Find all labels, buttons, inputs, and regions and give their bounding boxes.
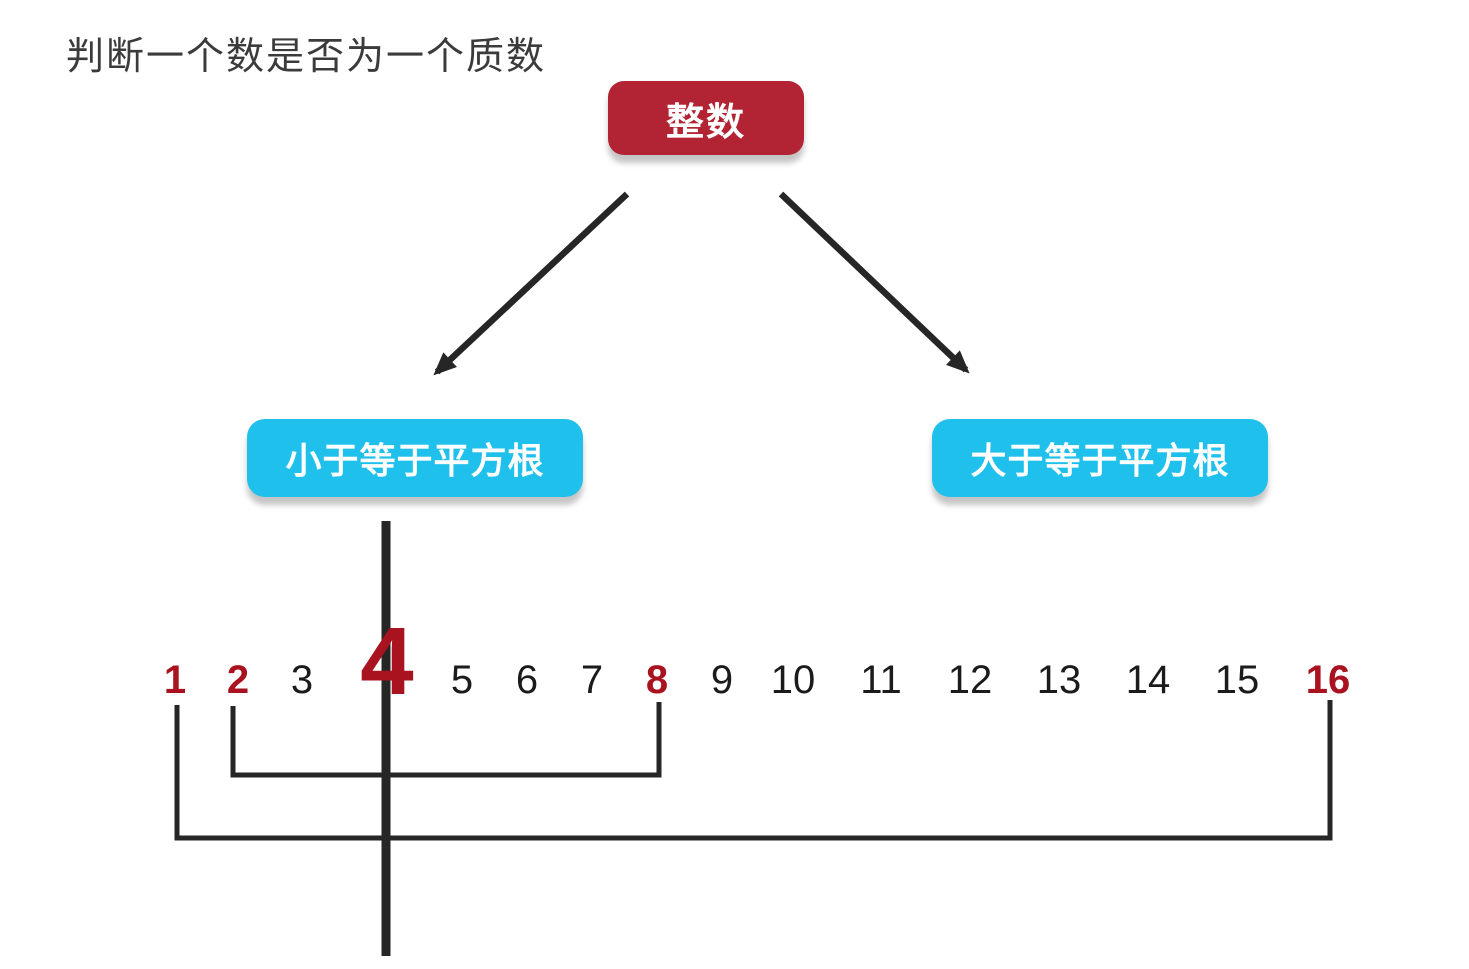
node-integer-label: 整数	[665, 101, 746, 144]
number-1: 1	[163, 658, 187, 702]
number-15: 15	[1214, 658, 1260, 702]
number-11: 11	[860, 658, 902, 702]
node-le-sqrt: 小于等于平方根	[247, 419, 583, 497]
bracket-2-to-8	[230, 702, 662, 778]
number-7: 7	[580, 658, 604, 702]
bracket-1-to-16	[174, 700, 1333, 841]
node-le-sqrt-label: 小于等于平方根	[285, 440, 545, 481]
number-3: 3	[290, 658, 314, 702]
page-title: 判断一个数是否为一个质数	[66, 36, 547, 78]
number-16: 16	[1305, 658, 1351, 702]
number-6: 6	[515, 658, 539, 702]
arrow-root-to-left-icon	[433, 191, 630, 376]
number-12: 12	[947, 658, 993, 702]
node-ge-sqrt-label: 大于等于平方根	[970, 440, 1230, 481]
number-10: 10	[770, 658, 816, 702]
node-integer: 整数	[608, 81, 804, 155]
number-13: 13	[1036, 658, 1082, 702]
node-ge-sqrt: 大于等于平方根	[932, 419, 1268, 497]
number-5: 5	[450, 658, 474, 702]
number-8: 8	[645, 658, 669, 702]
number-2: 2	[226, 658, 250, 702]
arrow-root-to-right-icon	[778, 191, 970, 374]
number-4: 4	[360, 608, 414, 715]
number-14: 14	[1125, 658, 1171, 702]
number-9: 9	[710, 658, 734, 702]
